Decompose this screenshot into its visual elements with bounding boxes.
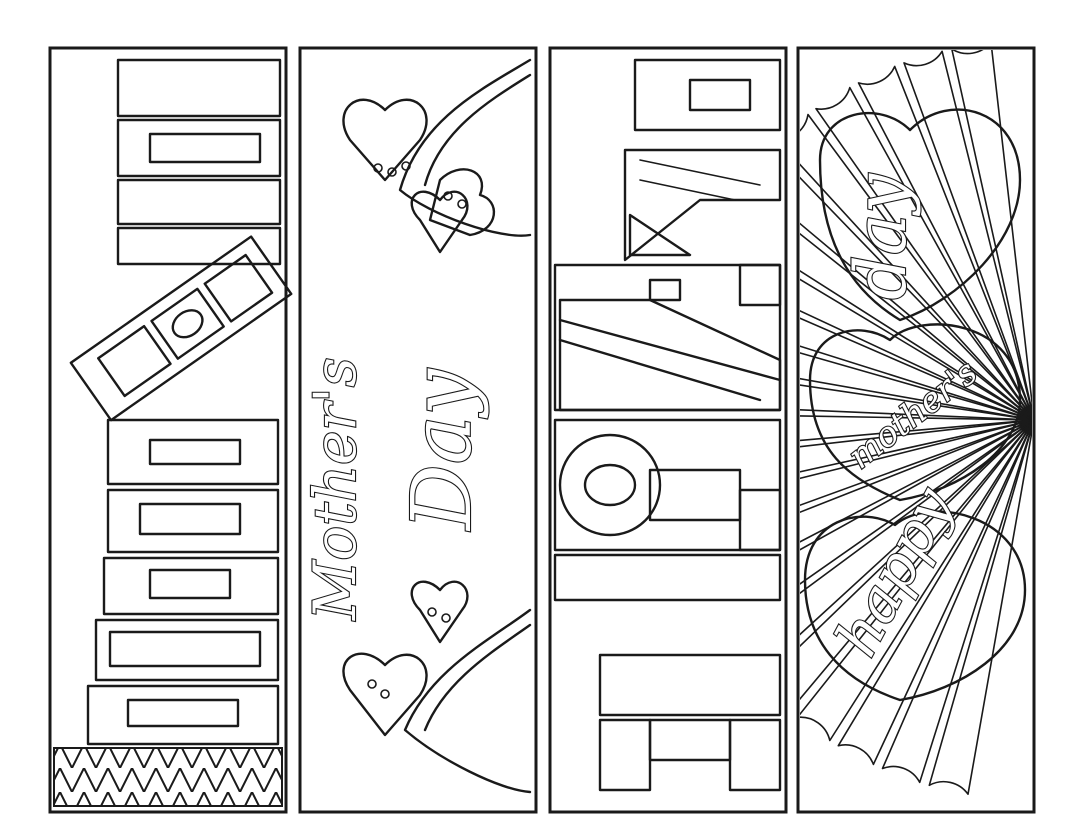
bookmark-1 xyxy=(48,46,293,814)
heart-ribbon-top xyxy=(342,58,532,254)
fan-petal xyxy=(951,50,1032,415)
you-block-letters xyxy=(623,58,782,262)
fan-pattern xyxy=(800,50,1032,795)
love-block-letters xyxy=(553,263,782,602)
bookmark-2-border xyxy=(298,46,538,814)
bookmark-2-word-2: Day xyxy=(395,367,490,532)
heart-middle xyxy=(808,323,1022,502)
happy-block-letters xyxy=(86,418,280,746)
bookmark-3 xyxy=(548,46,788,814)
i-block-letter xyxy=(598,653,782,792)
bookmark-3-border xyxy=(548,46,788,814)
fan-petal xyxy=(857,65,1032,418)
heart-ribbon-bottom xyxy=(342,580,532,794)
fan-petal xyxy=(837,421,1032,766)
fan-petal xyxy=(800,421,1032,742)
bookmark-2: Mother's Day xyxy=(298,46,538,814)
fan-petal xyxy=(881,422,1032,784)
bookmark-4-word-day: day xyxy=(840,172,922,300)
fan-petal xyxy=(928,424,1032,795)
fan-petal xyxy=(815,86,1032,419)
heart-top xyxy=(818,108,1022,322)
fan-petal xyxy=(800,113,1032,420)
mom-block-letters xyxy=(69,235,293,422)
bookmark-4: day mother's happy xyxy=(796,46,1036,814)
fan-petal xyxy=(903,50,1032,417)
heart-bottom xyxy=(803,510,1027,702)
top-block-letters xyxy=(116,58,282,266)
bookmark-2-word-1: Mother's xyxy=(301,357,369,621)
